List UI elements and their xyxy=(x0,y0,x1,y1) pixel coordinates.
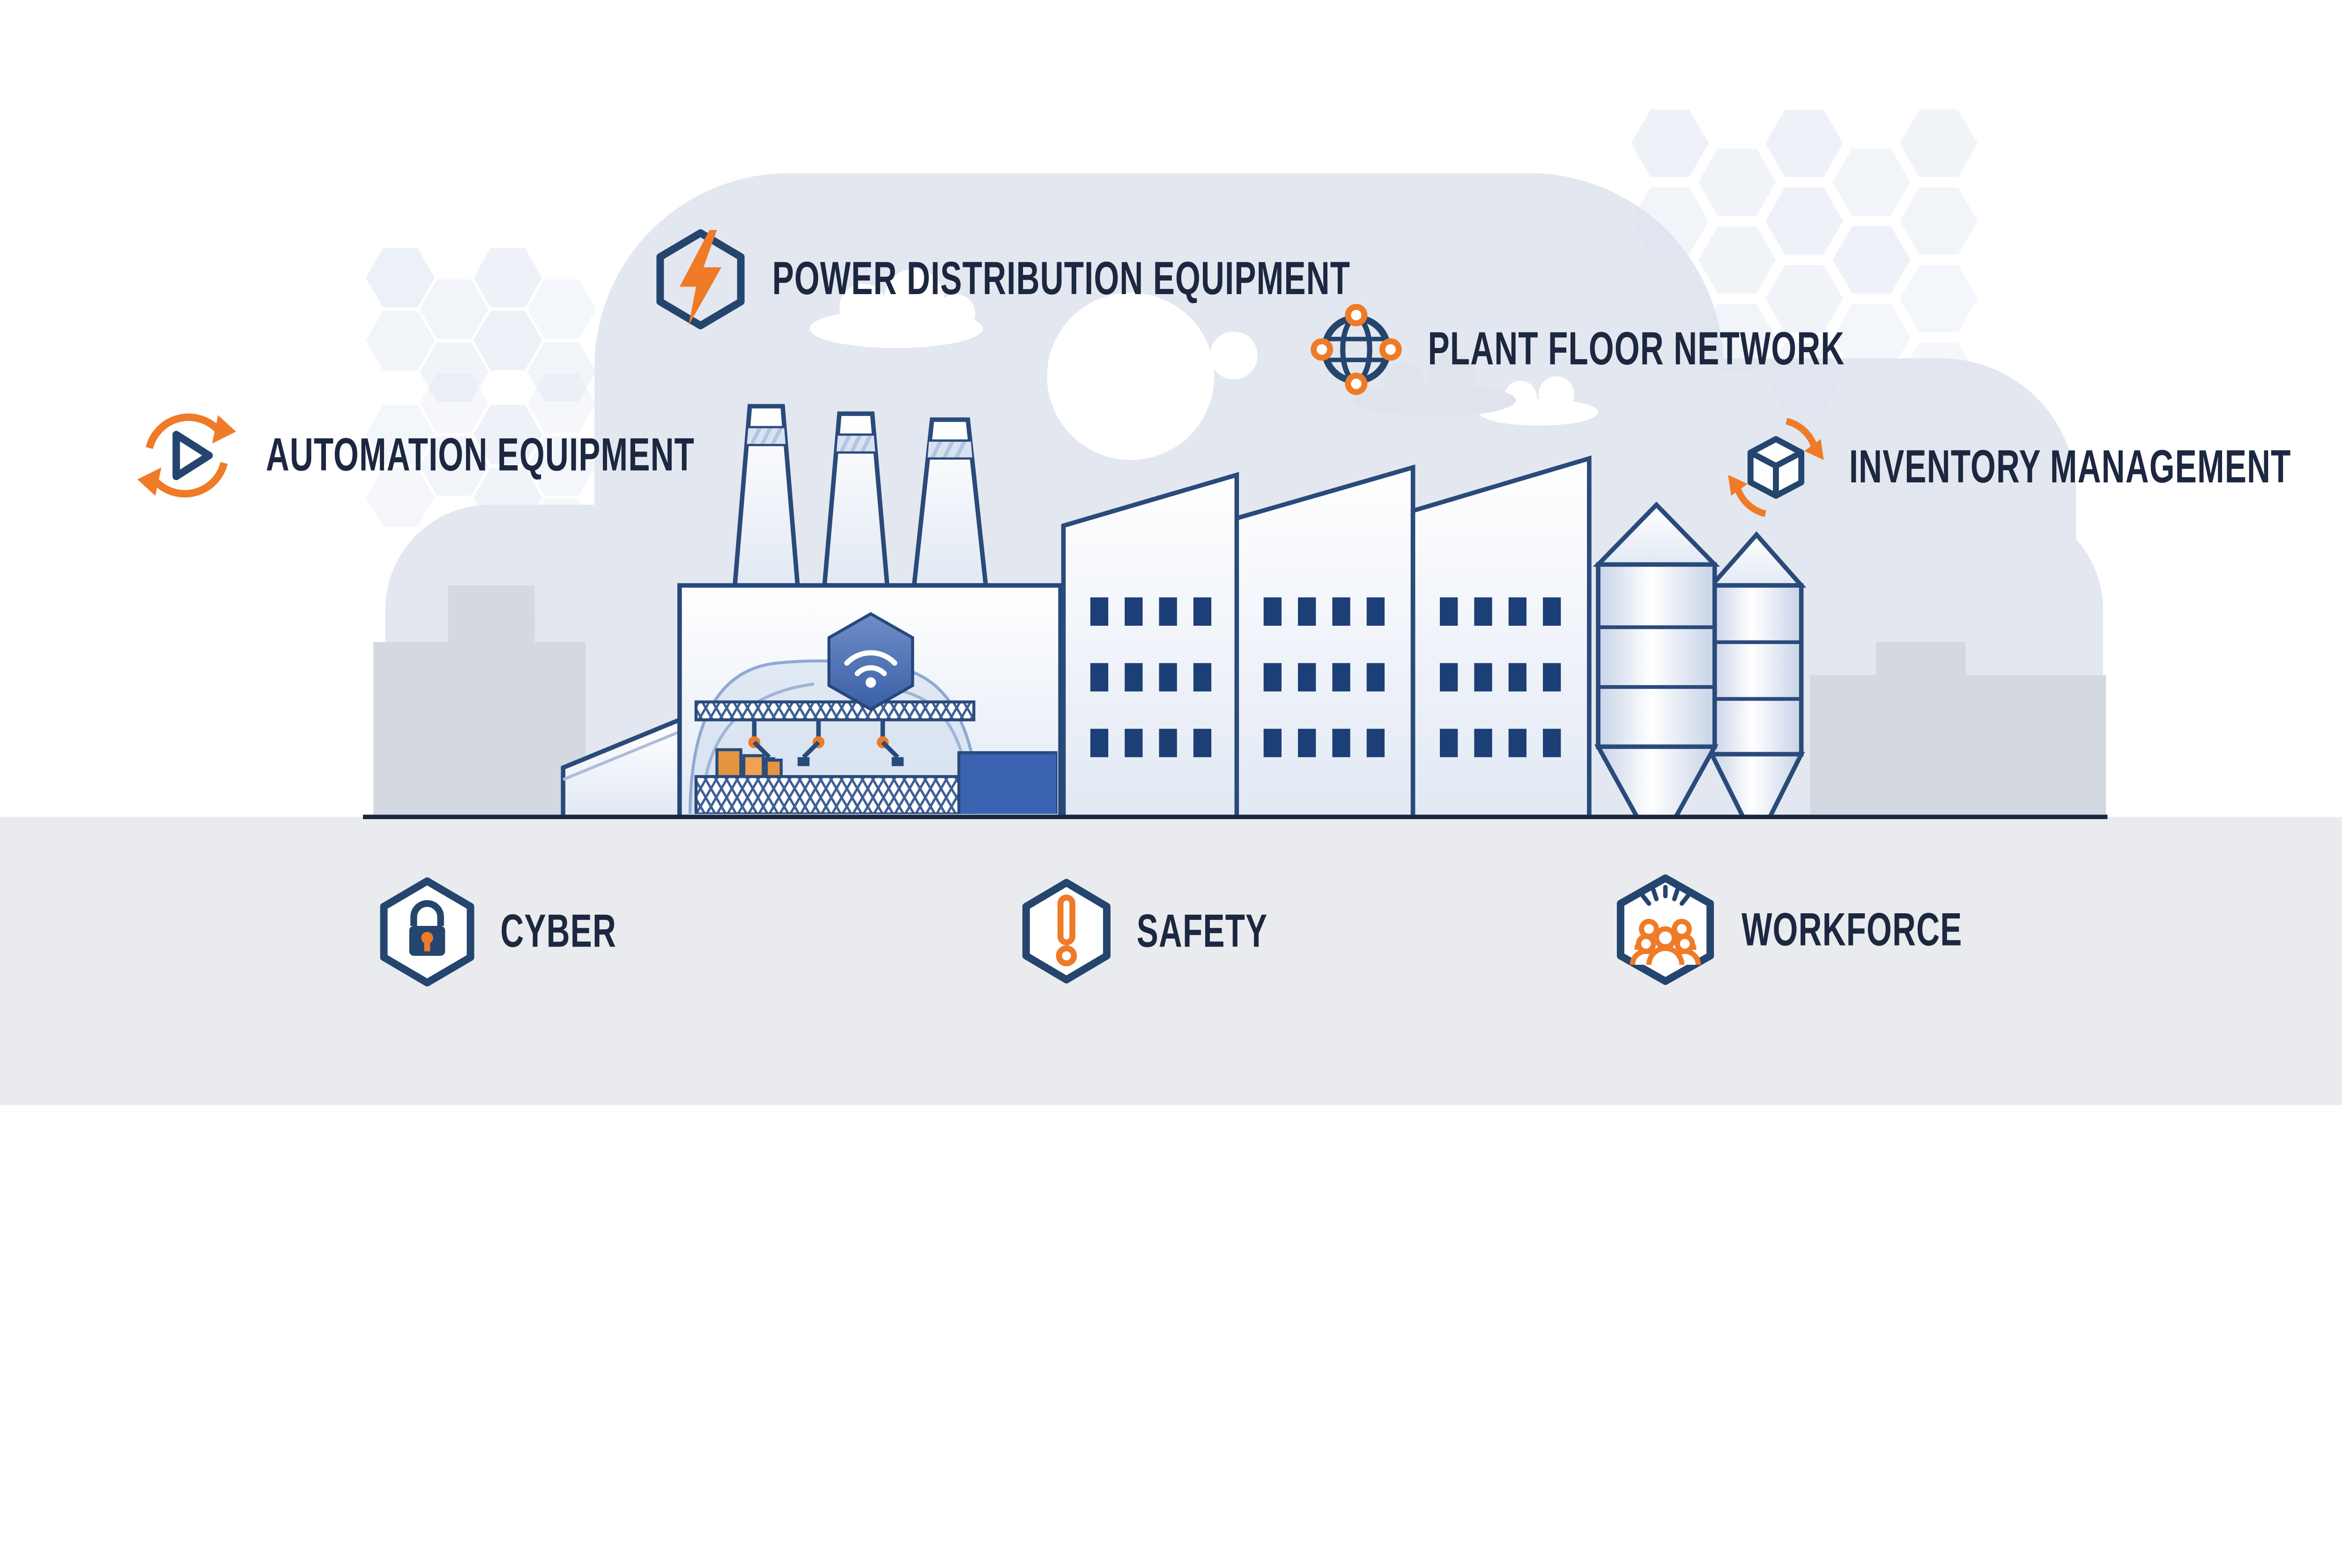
callout-safety-label: SAFETY xyxy=(1136,905,1268,958)
callout-inventory: INVENTORY MANAGEMENT xyxy=(1727,415,2342,519)
people-hexagon-icon xyxy=(1616,874,1714,985)
globe-network-icon xyxy=(1311,303,1402,395)
crates xyxy=(715,748,783,778)
automation-cycle-icon xyxy=(137,413,236,498)
callout-network-label: PLANT FLOOR NETWORK xyxy=(1428,322,1845,375)
callout-inventory-label: INVENTORY MANAGEMENT xyxy=(1849,440,2291,493)
wifi-icon xyxy=(844,650,897,676)
factory-illustration xyxy=(0,110,2342,1105)
exclamation-hexagon-icon xyxy=(1022,879,1111,984)
callout-network: PLANT FLOOR NETWORK xyxy=(1308,302,2023,397)
blob-hole xyxy=(1047,293,1215,460)
chimney-bands xyxy=(747,426,972,460)
silos xyxy=(1593,501,1807,820)
padlock-hexagon-icon xyxy=(380,877,474,987)
silo-back xyxy=(1706,531,1807,820)
callout-cyber: CYBER xyxy=(378,875,666,989)
cloud-gray xyxy=(1351,352,1516,417)
factory-windows xyxy=(1090,597,1561,757)
callout-workforce: WORKFORCE xyxy=(1613,872,2057,989)
infographic-stage: AUTOMATION EQUIPMENT POWER DISTRIBUTION … xyxy=(0,110,2342,1105)
callout-workforce-label: WORKFORCE xyxy=(1742,903,1963,956)
silo-front xyxy=(1593,501,1720,820)
box-sync-icon xyxy=(1728,418,1824,517)
chimneys xyxy=(732,404,988,588)
callout-power-label: POWER DISTRIBUTION EQUIPMENT xyxy=(772,252,1351,305)
factory-door xyxy=(957,751,1058,814)
callout-cyber-label: CYBER xyxy=(500,905,617,958)
callout-automation-label: AUTOMATION EQUIPMENT xyxy=(266,429,695,481)
wifi-hexagon-badge xyxy=(827,612,914,711)
lightning-hexagon-icon xyxy=(656,229,745,330)
callout-automation: AUTOMATION EQUIPMENT xyxy=(132,400,879,511)
callout-safety: SAFETY xyxy=(1020,878,1324,986)
saw-tooth-buildings xyxy=(1061,455,1592,820)
callout-power: POWER DISTRIBUTION EQUIPMENT xyxy=(652,227,1598,332)
background-silhouettes xyxy=(373,585,2106,817)
hexagon-pattern xyxy=(366,110,1978,653)
